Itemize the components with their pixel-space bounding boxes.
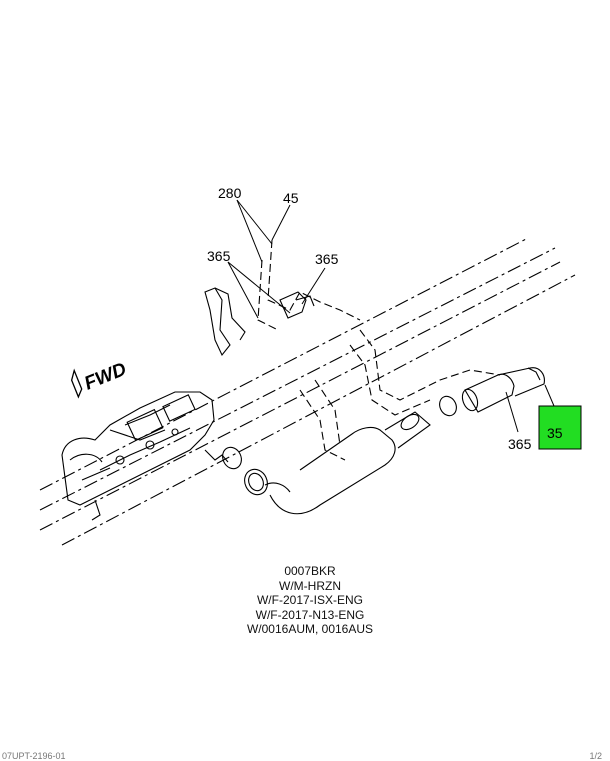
fwd-arrow-icon <box>70 368 83 399</box>
crossmember <box>204 287 246 357</box>
caption-line: W/F-2017-ISX-ENG <box>256 593 364 607</box>
callout-45[interactable]: 45 <box>283 190 299 206</box>
clamp-brackets <box>279 291 315 319</box>
caption-line: W/0016AUM, 0016AUS <box>246 622 374 636</box>
bracket-280 <box>257 239 361 331</box>
footer-drawing-number: 07UPT-2196-01 <box>2 751 66 761</box>
fwd-label: FWD <box>81 359 129 395</box>
callout-280[interactable]: 280 <box>218 185 242 201</box>
caption-line: 0007BKR <box>284 564 336 578</box>
exhaust-pipe-35 <box>461 367 545 413</box>
exhaust-route <box>299 329 501 461</box>
caption-line: W/M-HRZN <box>279 578 341 593</box>
callout-35[interactable]: 35 <box>547 425 563 441</box>
footer-page-number: 1/2 <box>589 751 602 761</box>
caption-line: W/F-2017-N13-ENG <box>255 607 365 622</box>
callout-365-bottom[interactable]: 365 <box>508 436 532 452</box>
callout-35-highlight[interactable]: 35 <box>538 405 582 450</box>
leader-lines <box>227 199 555 433</box>
frame-rails <box>39 237 576 546</box>
callout-365-right[interactable]: 365 <box>315 251 339 267</box>
callout-365-left[interactable]: 365 <box>207 248 231 264</box>
applicability-caption: 0007BKR W/M-HRZN W/F-2017-ISX-ENG W/F-20… <box>205 564 415 637</box>
engine-assembly <box>61 391 229 521</box>
exhaust-elbow <box>264 411 431 515</box>
pipe-clamps <box>222 395 457 496</box>
fwd-indicator: FWD <box>70 359 130 399</box>
